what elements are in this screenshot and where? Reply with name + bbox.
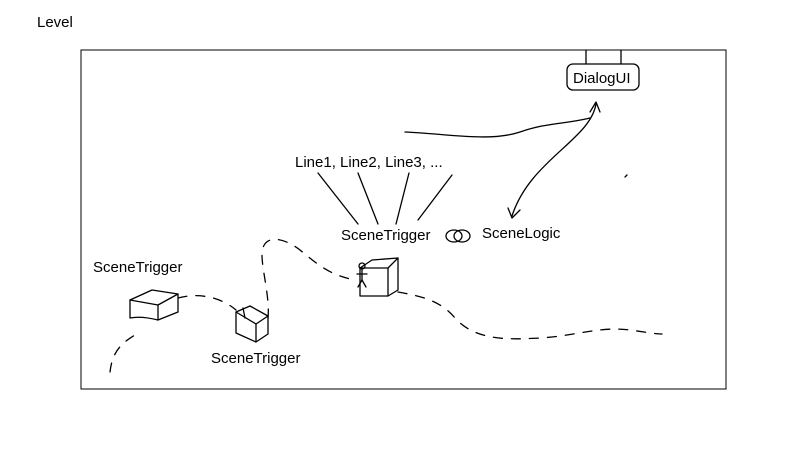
line-fan: [317, 172, 453, 225]
level-label: Level: [37, 14, 73, 31]
dialog-ui-label: DialogUI: [573, 70, 631, 87]
main-trigger-label: SceneTrigger: [341, 227, 431, 244]
main-trigger-box-icon: [359, 257, 399, 297]
character-icon: [356, 262, 368, 288]
middle-trigger-label: SceneTrigger: [211, 350, 301, 367]
left-trigger-label: SceneTrigger: [93, 259, 183, 276]
path-segment-end: [397, 291, 663, 340]
level-frame: [80, 49, 727, 390]
middle-trigger-box-icon: [235, 305, 269, 343]
lines-label: Line1, Line2, Line3, ...: [295, 154, 443, 171]
dialog-ui-node: DialogUI: [566, 49, 640, 91]
path-segment-middle-main: [261, 238, 356, 319]
stray-mark: [624, 174, 628, 178]
arrow-to-scene-logic: [511, 103, 597, 217]
arrowhead-down-icon: [507, 207, 521, 219]
link-icon: [445, 229, 471, 243]
arrow-to-dialog-ui: [404, 117, 591, 138]
left-trigger-box-icon: [129, 289, 179, 321]
scene-logic-label: SceneLogic: [482, 225, 561, 242]
arrowhead-up-icon: [589, 101, 601, 113]
path-segment-start: [109, 334, 136, 373]
path-segment-left-middle: [177, 295, 237, 311]
